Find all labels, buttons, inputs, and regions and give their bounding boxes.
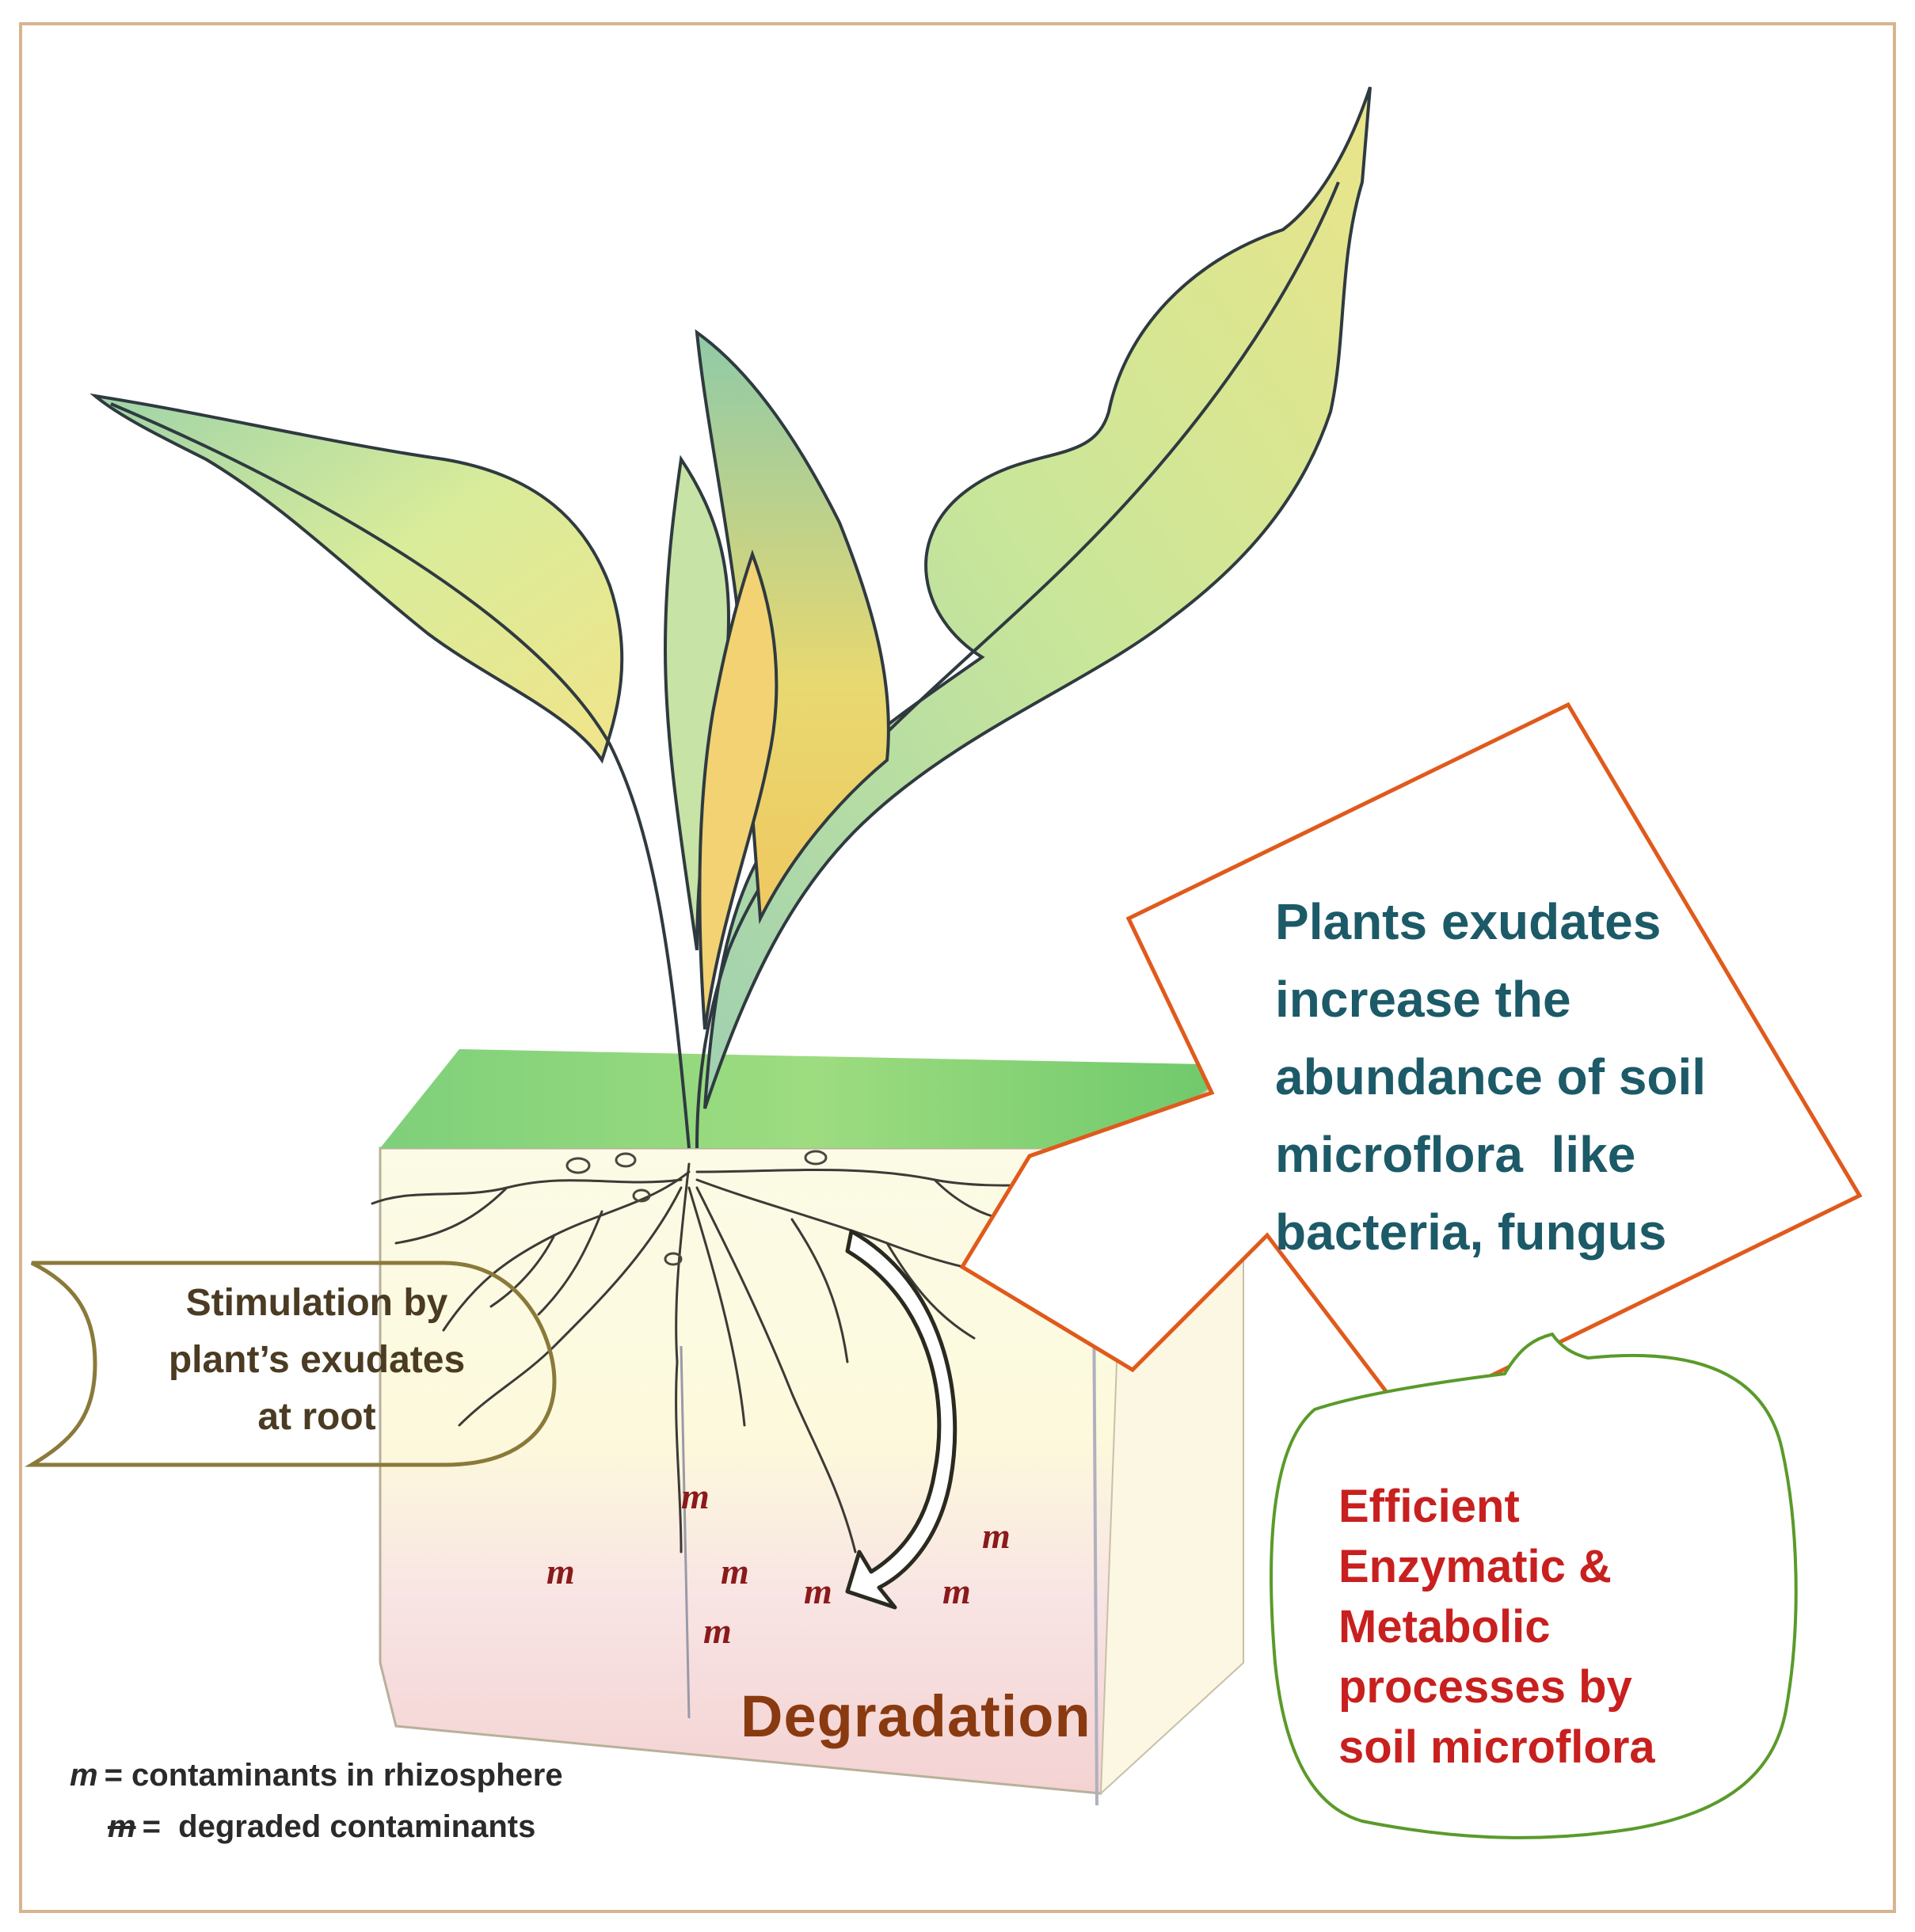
enzymatic-line: Efficient: [1338, 1481, 1520, 1532]
exudates-line: Plants exudates: [1275, 893, 1662, 950]
leaf-center-a: [695, 329, 890, 925]
contaminant-glyph: m: [681, 1476, 710, 1516]
exudates-line: abundance of soil: [1275, 1048, 1707, 1105]
contaminant-glyph: m: [546, 1551, 575, 1592]
stimulation-line: at root: [257, 1396, 376, 1438]
exudates-line: increase the: [1275, 971, 1571, 1028]
enzymatic-text: Efficient Enzymatic & Metabolic processe…: [1338, 1477, 1766, 1778]
stem-left: [110, 402, 691, 1149]
stimulation-text: Stimulation by plant’s exudates at root: [119, 1275, 515, 1446]
exudates-line: bacteria, fungus: [1275, 1204, 1667, 1261]
leaf-center-c: [698, 550, 779, 1030]
exudates-line: microflora like: [1275, 1126, 1636, 1183]
outer-frame: [19, 22, 1896, 1913]
stem-right: [695, 181, 1340, 1149]
leaf-right: [703, 86, 1372, 1109]
leaf-center-b: [663, 454, 731, 951]
contaminant-glyph: m: [804, 1571, 832, 1611]
legend-contaminants-text: = contaminants in rhizosphere: [104, 1758, 563, 1793]
contaminant-glyph: m: [721, 1551, 749, 1592]
root-nodules: [565, 1150, 828, 1266]
enzymatic-line: soil microflora: [1338, 1721, 1655, 1773]
legend-symbol: m: [70, 1758, 98, 1793]
legend-symbol: m: [108, 1809, 136, 1844]
contaminants: m m m m m m m: [546, 1476, 1011, 1651]
enzymatic-line: Metabolic: [1338, 1601, 1551, 1652]
leaf-left: [89, 393, 624, 764]
legend-degraded: m= degraded contaminants: [108, 1809, 535, 1845]
legend-degraded-text: = degraded contaminants: [142, 1809, 536, 1844]
enzymatic-line: processes by: [1338, 1661, 1632, 1713]
degradation-arrow: [845, 1229, 958, 1610]
contaminant-glyph: m: [703, 1611, 732, 1651]
enzymatic-callout: [1270, 1332, 1798, 1839]
exudates-text: Plants exudates increase the abundance o…: [1275, 883, 1877, 1271]
stimulation-line: plant’s exudates: [168, 1339, 466, 1381]
legend-contaminants: m= contaminants in rhizosphere: [70, 1758, 563, 1793]
enzymatic-line: Enzymatic &: [1338, 1541, 1612, 1592]
stimulation-callout: [24, 1261, 557, 1467]
exudates-callout: [959, 702, 1863, 1420]
root-system: [371, 1162, 1134, 1554]
stimulation-line: Stimulation by: [185, 1282, 448, 1324]
contaminant-glyph: m: [942, 1571, 971, 1611]
plant: [89, 86, 1372, 1149]
contaminant-glyph: m: [982, 1516, 1011, 1556]
degradation-label: Degradation: [740, 1683, 1091, 1749]
